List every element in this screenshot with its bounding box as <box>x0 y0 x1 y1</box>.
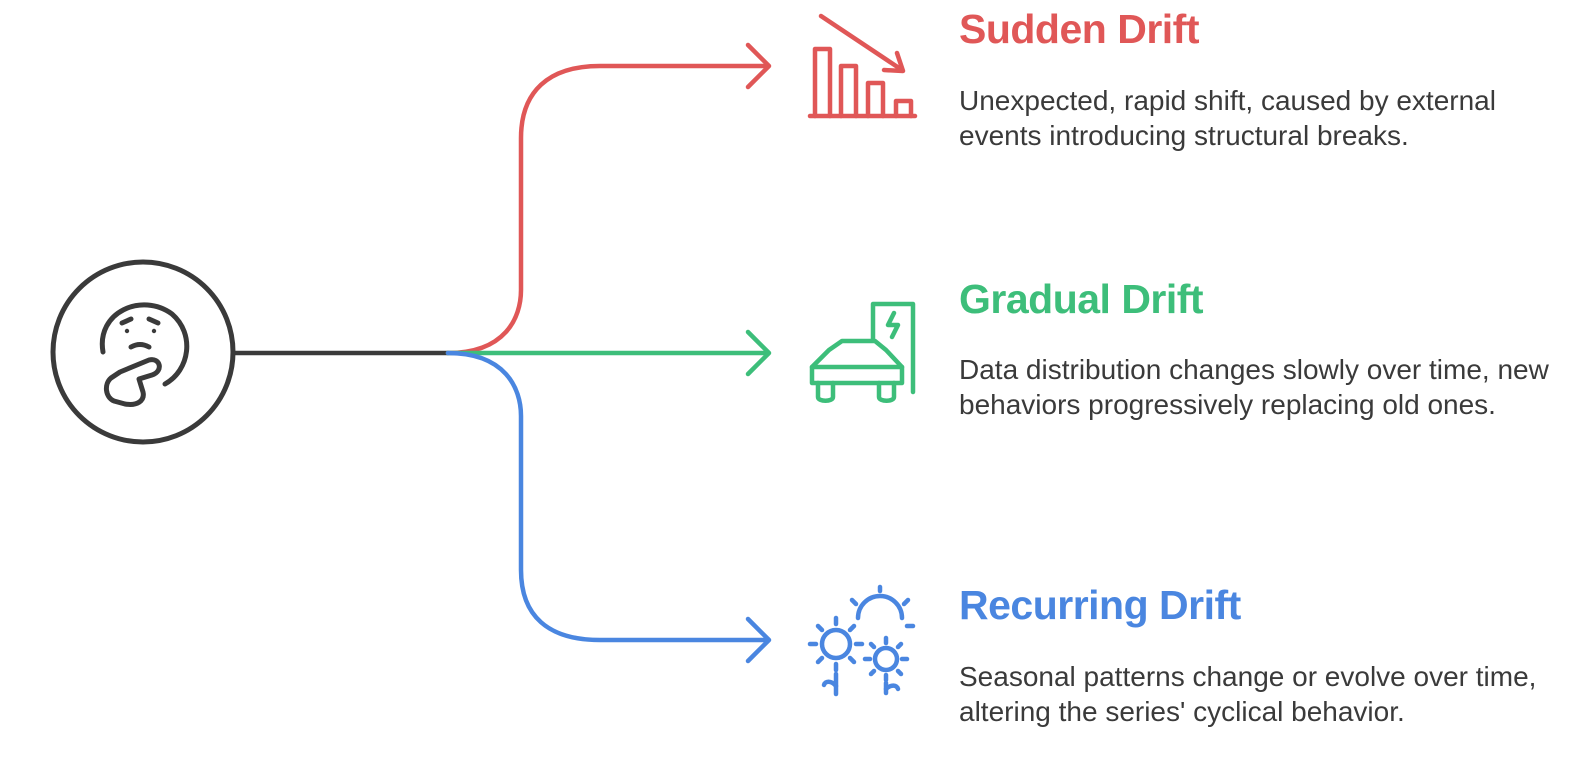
gradual-drift-title: Gradual Drift <box>959 276 1204 322</box>
recurring-drift-description: Seasonal patterns change or evolve over … <box>959 661 1537 727</box>
declining-bar-chart-icon <box>807 13 918 119</box>
sudden-drift-title: Sudden Drift <box>959 6 1199 52</box>
recurring-branch-line <box>445 350 769 643</box>
thinking-face-icon <box>50 259 236 445</box>
sudden-arrowhead <box>745 42 772 90</box>
recurring-drift-block: Recurring Drift Seasonal patterns change… <box>959 582 1549 729</box>
recurring-drift-title: Recurring Drift <box>959 582 1241 628</box>
gradual-drift-block: Gradual Drift Data distribution changes … <box>959 276 1549 422</box>
sudden-drift-block: Sudden Drift Unexpected, rapid shift, ca… <box>959 6 1549 153</box>
gradual-arrowhead <box>745 329 772 377</box>
sudden-drift-description: Unexpected, rapid shift, caused by exter… <box>959 85 1496 151</box>
seasonal-sun-flowers-icon <box>807 584 916 697</box>
electric-car-charging-icon <box>809 301 916 403</box>
gradual-drift-description: Data distribution changes slowly over ti… <box>959 354 1549 420</box>
recurring-arrowhead <box>745 616 772 664</box>
sudden-branch-line <box>445 63 769 356</box>
